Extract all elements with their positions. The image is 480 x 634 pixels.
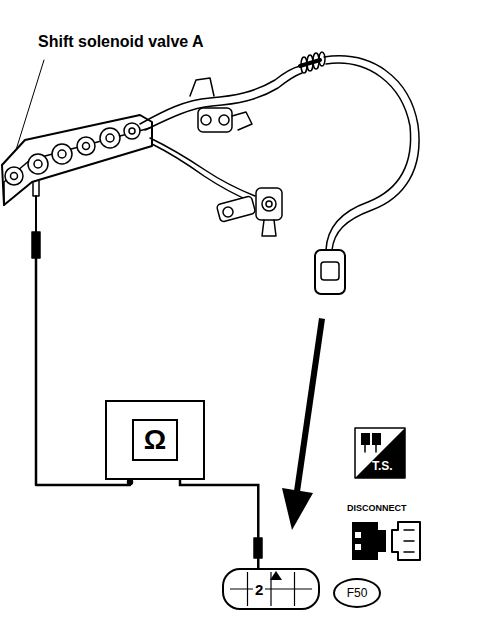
connector-grid [224, 570, 318, 608]
connector-id: F50 [347, 587, 368, 599]
ts-icon [355, 428, 405, 478]
icon-label: DISCONNECT [347, 503, 407, 513]
test-lead [180, 480, 258, 568]
icon-label: T.S. [372, 459, 393, 473]
ohmmeter: Ω [105, 400, 205, 480]
disconnect-icon [352, 522, 420, 560]
solenoid-valve-assembly [2, 115, 152, 205]
harness-connector: 2 [222, 568, 320, 610]
meter-symbol: Ω [132, 419, 178, 461]
part-name: Shift solenoid valve A [38, 33, 204, 51]
wiring-harness [140, 52, 419, 294]
connector-id-badge: F50 [333, 578, 381, 608]
pin-number: 2 [253, 582, 265, 597]
pointer-arrow [282, 318, 325, 530]
